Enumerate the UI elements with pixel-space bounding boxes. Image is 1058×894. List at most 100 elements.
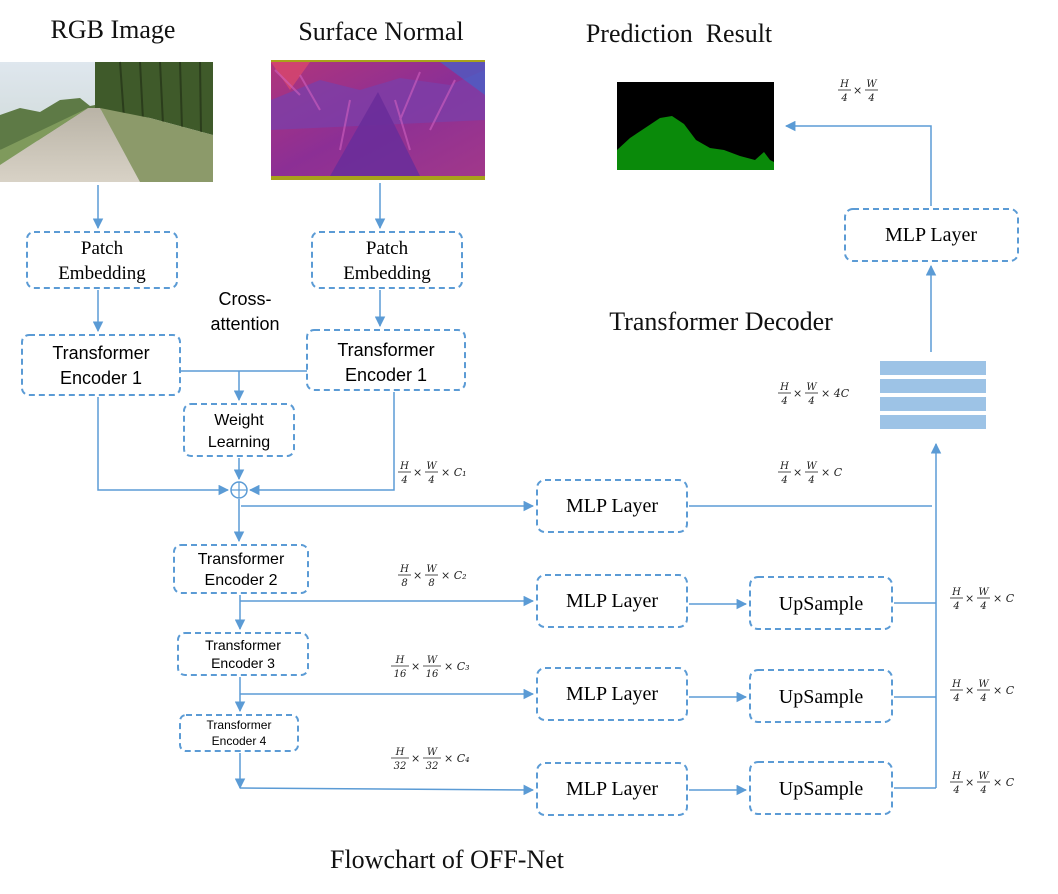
svg-text:8: 8 (428, 578, 434, 589)
prediction-result-image (617, 82, 774, 170)
svg-text:× 4C: × 4C (821, 387, 850, 400)
mlp-layer-2: MLP Layer (536, 574, 688, 628)
svg-text:4: 4 (952, 693, 959, 704)
cross-attention-label: Cross- attention (210, 289, 279, 334)
svg-text:W: W (866, 79, 877, 90)
svg-text:Encoder 1: Encoder 1 (345, 365, 427, 385)
svg-text:32: 32 (426, 761, 439, 772)
svg-text:4: 4 (979, 785, 986, 796)
svg-text:×: × (411, 752, 420, 765)
svg-text:H: H (779, 461, 789, 472)
svg-text:×: × (411, 660, 420, 673)
svg-text:UpSample: UpSample (779, 686, 864, 708)
svg-text:Learning: Learning (208, 434, 270, 451)
svg-text:× C: × C (993, 592, 1015, 605)
svg-text:Weight: Weight (214, 412, 264, 429)
svg-text:4: 4 (979, 693, 986, 704)
transformer-encoder-1-right: Transformer Encoder 1 (306, 329, 466, 391)
svg-text:Encoder 1: Encoder 1 (60, 368, 142, 388)
svg-text:4: 4 (427, 475, 434, 486)
svg-text:W: W (806, 461, 817, 472)
svg-text:W: W (978, 679, 989, 690)
svg-text:Transformer: Transformer (52, 343, 149, 363)
dim-stage3: H16×W16× C₃ (391, 655, 470, 680)
surface-normal-image (271, 60, 485, 180)
connectors (92, 120, 942, 796)
svg-text:MLP Layer: MLP Layer (885, 224, 977, 246)
svg-text:W: W (427, 655, 438, 666)
weight-learning-box: Weight Learning (183, 403, 295, 457)
dim-stage4: H 32 × W 32 × C₄ (391, 747, 470, 772)
flowchart-caption: Flowchart of OFF-Net (330, 845, 565, 874)
svg-text:× C₃: × C₃ (444, 660, 470, 673)
dim-up4-out: H4×W4× C (950, 771, 1015, 796)
svg-text:MLP Layer: MLP Layer (566, 778, 658, 800)
svg-text:Patch: Patch (81, 238, 124, 259)
svg-text:4: 4 (400, 475, 407, 486)
svg-text:MLP Layer: MLP Layer (566, 683, 658, 705)
svg-text:H: H (951, 679, 961, 690)
svg-text:Encoder 4: Encoder 4 (212, 734, 267, 748)
svg-text:4: 4 (840, 93, 847, 104)
rgb-image-title: RGB Image (51, 15, 176, 44)
svg-text:4: 4 (867, 93, 874, 104)
mlp-layer-1: MLP Layer (536, 479, 688, 533)
svg-text:× C: × C (993, 776, 1015, 789)
svg-text:attention: attention (210, 314, 279, 334)
dim-stage1: H 4 × W 4 × C₁ (398, 461, 467, 486)
dim-output: H 4 × W 4 (838, 79, 878, 104)
svg-text:4: 4 (780, 396, 787, 407)
dim-up3-out: H4×W4× C (950, 679, 1015, 704)
svg-text:16: 16 (394, 669, 407, 680)
svg-text:W: W (426, 461, 437, 472)
upsample-3: UpSample (749, 669, 893, 723)
svg-text:× C: × C (993, 684, 1015, 697)
svg-text:H: H (399, 564, 409, 575)
svg-text:32: 32 (394, 761, 407, 772)
upsample-2: UpSample (749, 576, 893, 630)
svg-text:Transformer: Transformer (205, 637, 281, 653)
svg-text:8: 8 (401, 578, 407, 589)
transformer-encoder-2: Transformer Encoder 2 (173, 544, 309, 594)
dim-stage2: H8×W8× C₂ (398, 564, 467, 589)
svg-text:×: × (965, 776, 974, 789)
dim-mlp1-out: H4×W4× C (778, 461, 843, 486)
patch-embedding-left: Patch Embedding (26, 231, 178, 289)
patch-embedding-right: Patch Embedding (311, 231, 463, 289)
svg-text:Transformer: Transformer (198, 551, 285, 568)
svg-text:MLP Layer: MLP Layer (566, 495, 658, 517)
svg-text:4: 4 (807, 475, 814, 486)
svg-text:H: H (399, 461, 409, 472)
svg-text:×: × (853, 84, 862, 97)
svg-text:× C₁: × C₁ (441, 466, 467, 479)
svg-text:× C₂: × C₂ (441, 569, 467, 582)
svg-text:W: W (426, 564, 437, 575)
transformer-encoder-1-left: Transformer Encoder 1 (21, 334, 181, 396)
svg-text:H: H (951, 771, 961, 782)
upsample-4: UpSample (749, 761, 893, 815)
concat-feature-block (880, 360, 986, 430)
svg-text:W: W (806, 382, 817, 393)
svg-text:×: × (965, 592, 974, 605)
svg-text:Embedding: Embedding (58, 263, 146, 284)
svg-text:W: W (978, 587, 989, 598)
svg-text:Transformer: Transformer (207, 718, 272, 732)
svg-text:4: 4 (780, 475, 787, 486)
svg-text:Embedding: Embedding (343, 263, 431, 284)
svg-text:×: × (793, 387, 802, 400)
svg-text:×: × (413, 466, 422, 479)
svg-text:H: H (951, 587, 961, 598)
svg-text:16: 16 (426, 669, 439, 680)
svg-text:W: W (427, 747, 438, 758)
svg-text:Transformer: Transformer (337, 340, 434, 360)
dim-up2-out: H4×W4× C (950, 587, 1015, 612)
surface-normal-title: Surface Normal (298, 17, 463, 46)
svg-text:H: H (395, 747, 405, 758)
svg-text:H: H (839, 79, 849, 90)
svg-text:Cross-: Cross- (219, 289, 272, 309)
svg-text:× C₄: × C₄ (444, 752, 470, 765)
svg-text:MLP Layer: MLP Layer (566, 590, 658, 612)
svg-text:4: 4 (807, 396, 814, 407)
fusion-add-node (230, 481, 248, 499)
